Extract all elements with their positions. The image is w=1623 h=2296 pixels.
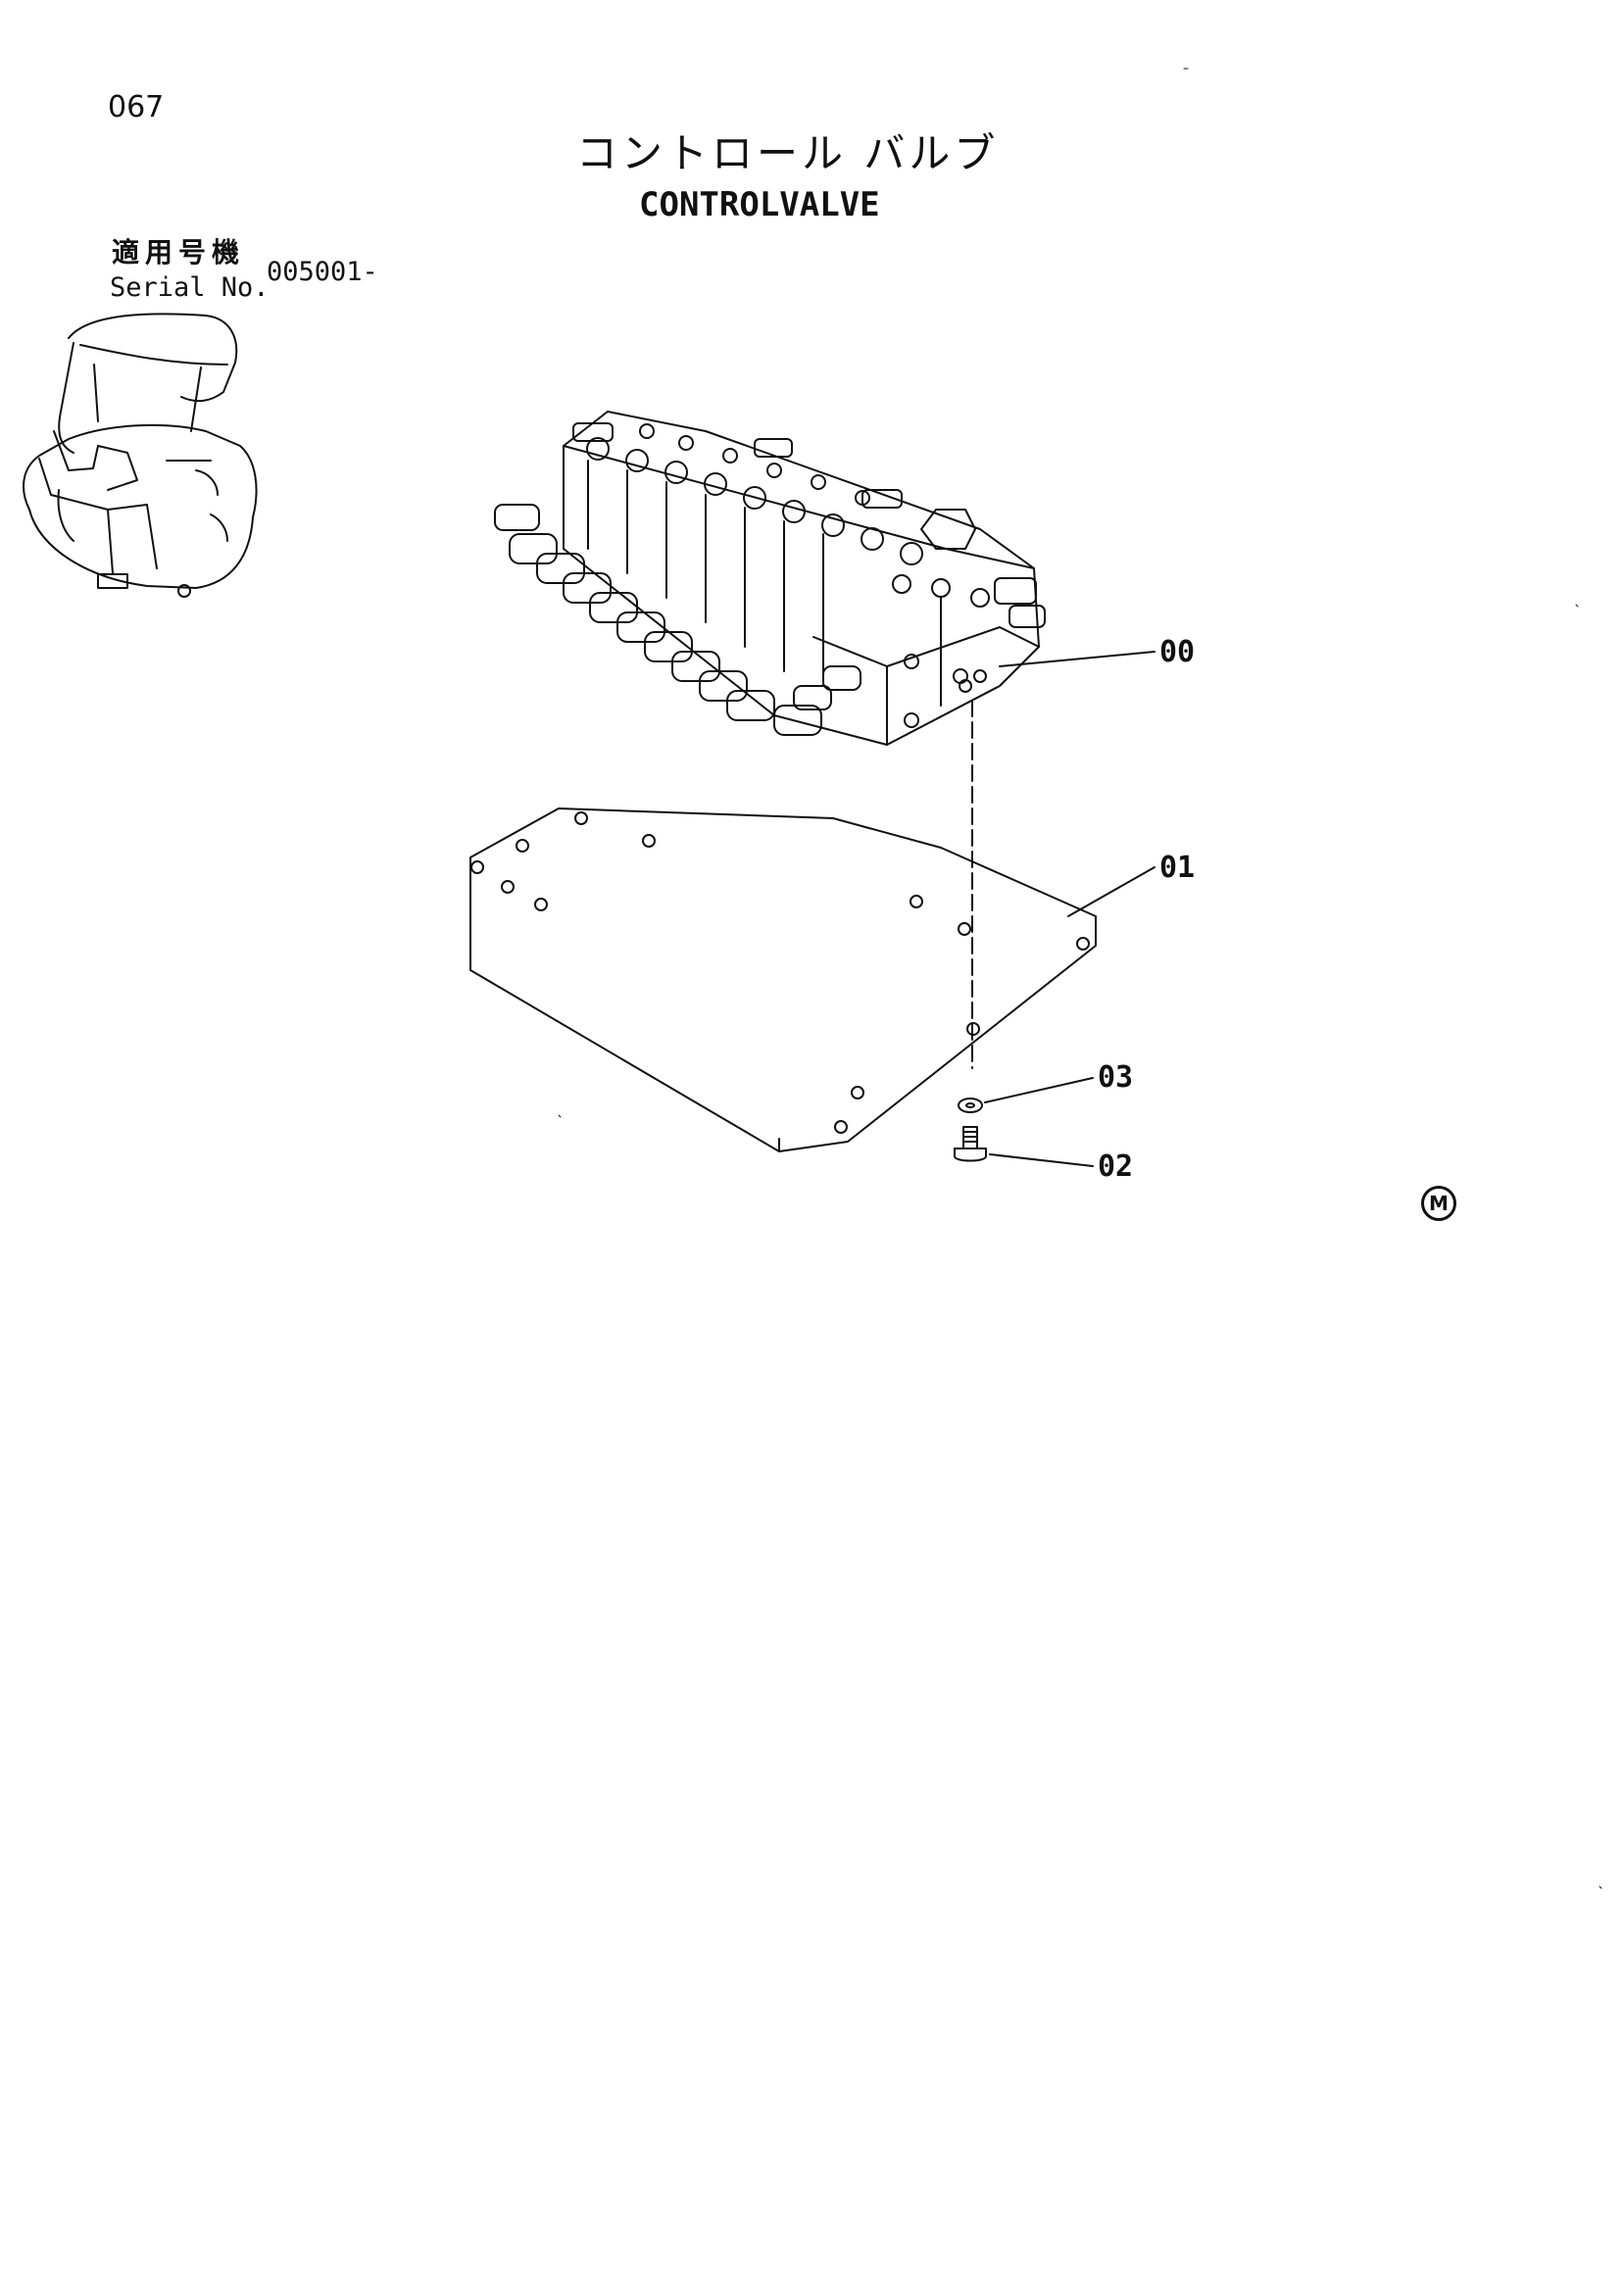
callout-03: 03 — [1098, 1060, 1134, 1095]
serial-label-english: Serial No. — [110, 272, 270, 303]
callout-02: 02 — [1098, 1149, 1134, 1184]
bolt — [954, 1126, 987, 1162]
leader-line-01 — [1067, 866, 1156, 917]
scan-specks — [558, 68, 1602, 1889]
leader-line-02 — [989, 1153, 1094, 1167]
serial-number-value: 005001- — [267, 257, 378, 287]
manufacturer-mark: M — [1421, 1186, 1456, 1221]
callout-00: 00 — [1159, 635, 1196, 669]
washer — [958, 1098, 983, 1113]
serial-label-japanese: 適用号機 — [112, 236, 246, 269]
page-number: 067 — [108, 90, 165, 124]
title-japanese: コントロール バルブ — [576, 129, 1000, 177]
leader-line-03 — [984, 1077, 1094, 1103]
mounting-plate — [469, 807, 1097, 1152]
title-english: CONTROLVALVE — [639, 185, 880, 224]
callout-01: 01 — [1159, 851, 1196, 885]
excavator-thumbnail — [23, 313, 258, 598]
leader-line-00 — [999, 651, 1156, 667]
control-valve-assembly — [494, 411, 1046, 746]
